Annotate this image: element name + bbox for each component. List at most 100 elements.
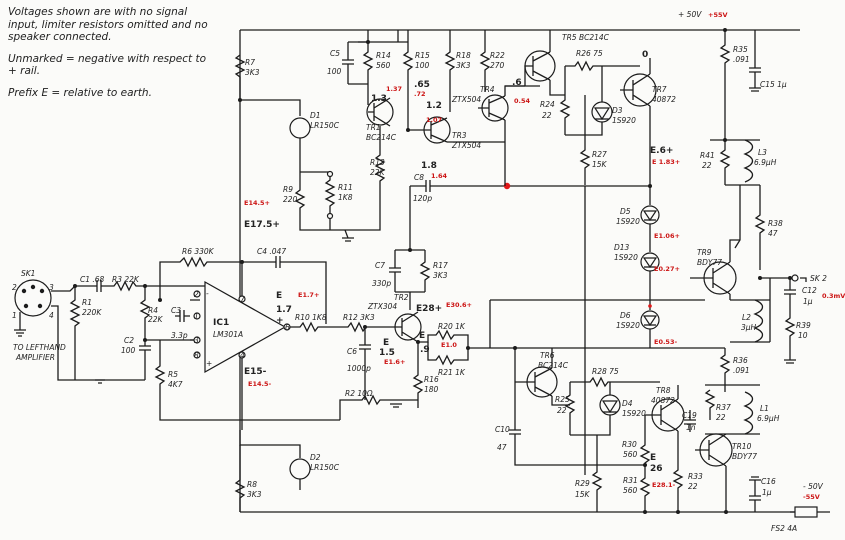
d2-label-a: D2 bbox=[310, 453, 321, 462]
r30-label-a: R30 bbox=[622, 440, 637, 449]
ic1-opamp: IC1 LM301A 2 1 3 8 7 4 6 - + bbox=[193, 280, 291, 374]
r38-label-b: 47 bbox=[768, 229, 778, 238]
c15-capacitor bbox=[749, 30, 761, 92]
r2-label: R2 10Ω bbox=[345, 389, 373, 398]
r24-label-a: R24 bbox=[540, 100, 555, 109]
tr3-label-a: TR3 bbox=[452, 131, 467, 140]
r25-label-a: R25 bbox=[555, 395, 570, 404]
r36-label-a: R36 bbox=[733, 356, 748, 365]
c7-capacitor bbox=[389, 250, 401, 292]
v-r30-prefix: E bbox=[650, 453, 656, 463]
r35-resistor bbox=[719, 30, 731, 75]
c2-capacitor bbox=[139, 340, 151, 380]
r17-label-a: R17 bbox=[433, 261, 448, 270]
note-unmarked: Unmarked = negative with respect to + ra… bbox=[8, 52, 207, 78]
r25-resistor bbox=[564, 382, 576, 435]
c8-label-a: C8 bbox=[414, 173, 424, 182]
c3-label-b: 3.3p bbox=[171, 331, 188, 340]
v-c8-node: 1.8 bbox=[421, 161, 437, 171]
v-r30-node: 26 bbox=[650, 464, 663, 474]
tr8-label-a: TR8 bbox=[656, 386, 671, 395]
c6-label-a: C6 bbox=[347, 347, 357, 356]
c5-label-b: 100 bbox=[327, 67, 342, 76]
d5-label-a: D5 bbox=[620, 207, 631, 216]
l1-label-b: 6.9μH bbox=[757, 414, 780, 423]
tr2-transistor bbox=[385, 311, 422, 343]
c3-label-a: C3 bbox=[171, 306, 181, 315]
l2-label-b: 3μH bbox=[741, 323, 757, 332]
m-d13-node: E0.27+ bbox=[654, 265, 680, 273]
r5-resistor bbox=[154, 340, 340, 421]
r10-resistor bbox=[290, 321, 338, 333]
r28-label: R28 75 bbox=[592, 367, 619, 376]
m-d5-node: E1.06+ bbox=[654, 232, 680, 240]
r18-label-a: R18 bbox=[456, 51, 471, 60]
c3-capacitor bbox=[175, 310, 190, 322]
d1-diode bbox=[289, 117, 311, 172]
r24-resistor bbox=[559, 66, 571, 135]
positive-rail bbox=[239, 29, 800, 470]
r41-label-a: R41 bbox=[700, 151, 715, 160]
r1-label-b: 220K bbox=[82, 308, 102, 317]
r33-resistor bbox=[672, 445, 684, 512]
fs2-fuse bbox=[790, 506, 830, 518]
r13-resistor bbox=[374, 126, 386, 200]
l1-inductor bbox=[743, 391, 754, 435]
svg-text:-: - bbox=[206, 289, 209, 298]
r29-label-a: R29 bbox=[575, 479, 590, 488]
sk2-output-socket bbox=[791, 274, 807, 282]
m-tr2-emitter: E1.0 bbox=[441, 341, 457, 349]
r27-resistor bbox=[579, 95, 591, 185]
tr7-transistor bbox=[620, 73, 657, 107]
d2-label-b: LR150C bbox=[310, 463, 340, 472]
r37-label-b: 22 bbox=[716, 413, 726, 422]
svg-text:7: 7 bbox=[240, 295, 245, 304]
d3-diode bbox=[591, 101, 613, 123]
tr10-transistor bbox=[695, 433, 733, 467]
l3-label-b: 6.9μH bbox=[754, 158, 777, 167]
junction-dots bbox=[73, 28, 792, 514]
c7-label-a: C7 bbox=[375, 261, 385, 270]
r5-label-a: R5 bbox=[168, 370, 178, 379]
r37-resistor bbox=[704, 389, 716, 420]
d13-label-a: D13 bbox=[614, 243, 630, 252]
m-c8-node: 1.64 bbox=[431, 172, 448, 180]
tr7-label-a: TR7 bbox=[652, 85, 667, 94]
tr8-label-b: 40872 bbox=[651, 396, 675, 405]
m-tr7-collector: E 1.83+ bbox=[652, 158, 680, 166]
r8-label-a: R8 bbox=[247, 480, 257, 489]
c19-label-a: C19 bbox=[682, 411, 697, 420]
c16-label-a: C16 bbox=[761, 477, 776, 486]
v-tr2-base: 1.5 bbox=[379, 348, 395, 358]
d1-label-a: D1 bbox=[310, 111, 321, 120]
tr9-label-b: BDY77 bbox=[697, 258, 722, 267]
r25-label-b: 22 bbox=[557, 406, 567, 415]
v-ic1-neg-supply: E15- bbox=[244, 367, 267, 377]
r16-resistor bbox=[412, 342, 424, 408]
v-tr4-collector: .6 bbox=[512, 78, 522, 88]
v-tr3-base: 1.2 bbox=[426, 101, 442, 111]
r27-label-a: R27 bbox=[592, 150, 607, 159]
m-d1-node: E14.5+ bbox=[244, 199, 270, 207]
c1-capacitor bbox=[85, 280, 110, 292]
pos-rail-measured: +55V bbox=[708, 11, 728, 19]
d2-diode bbox=[289, 458, 311, 490]
r13-label-a: R13 bbox=[370, 158, 385, 167]
m-d6-node: E0.53- bbox=[654, 338, 677, 346]
negative-rail bbox=[239, 470, 800, 513]
c6-label-b: 1000p bbox=[347, 364, 371, 373]
r17-resistor bbox=[419, 250, 431, 292]
r33-label-b: 22 bbox=[688, 482, 698, 491]
c1-label: C1 .68 bbox=[80, 275, 105, 284]
r16-label-b: 180 bbox=[424, 385, 439, 394]
l3-label-a: L3 bbox=[758, 148, 767, 157]
r17-label-b: 3K3 bbox=[433, 271, 448, 280]
v-tr2-emitter: .9 bbox=[420, 345, 430, 355]
r15-label-b: 100 bbox=[415, 61, 430, 70]
r29-resistor bbox=[591, 435, 603, 512]
r27-label-b: 15K bbox=[592, 160, 608, 169]
tr5-label: TR5 BC214C bbox=[562, 33, 610, 42]
r22-label-a: R22 bbox=[490, 51, 505, 60]
c10-capacitor bbox=[509, 382, 645, 466]
